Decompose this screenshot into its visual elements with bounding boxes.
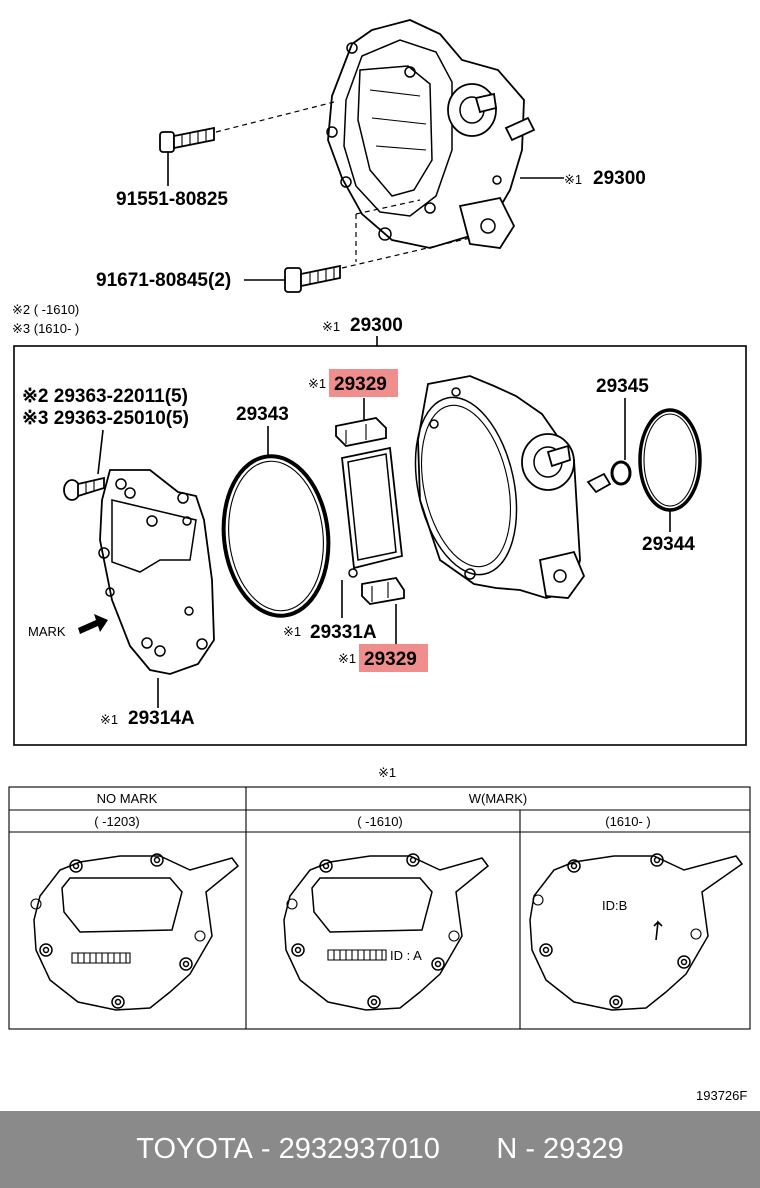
valve-29329-lower[interactable] bbox=[361, 577, 405, 605]
screw-icon[interactable] bbox=[63, 476, 105, 501]
pump-outline-no-mark bbox=[30, 853, 240, 1011]
valve-29329-upper[interactable] bbox=[335, 417, 387, 447]
table-header-w-mark: W(MARK) bbox=[469, 791, 528, 806]
callout-mark-29331a: ※1 bbox=[283, 624, 301, 639]
id-a-label: ID : A bbox=[390, 948, 422, 963]
callout-29314a: 29314A bbox=[128, 708, 195, 729]
callout-screw-29363-25010: ※3 29363-25010(5) bbox=[22, 408, 189, 429]
callout-bolt-91551: 91551-80825 bbox=[116, 189, 228, 210]
table-sub-1: ( -1203) bbox=[94, 814, 140, 829]
pump-outline-id-a bbox=[283, 853, 490, 1011]
washer-29345[interactable] bbox=[610, 460, 632, 486]
table-header-no-mark: NO MARK bbox=[97, 791, 158, 806]
callout-29343: 29343 bbox=[236, 404, 289, 425]
vacuum-pump-top[interactable] bbox=[326, 19, 536, 249]
callout-bolt-91671: 91671-80845(2) bbox=[96, 270, 231, 291]
footer-gap bbox=[440, 1133, 496, 1166]
callout-29344: 29344 bbox=[642, 534, 695, 555]
pump-body-29300[interactable] bbox=[400, 375, 612, 599]
callout-29300-top: 29300 bbox=[593, 168, 646, 189]
legend-note-3: ※3 (1610- ) bbox=[12, 321, 79, 336]
exploded-view-frame bbox=[13, 345, 747, 746]
bolt-91671-icon[interactable] bbox=[284, 264, 341, 293]
footer-bar: TOYOTA - 2932937010 N - 29329 bbox=[0, 1111, 760, 1188]
footer-brand: TOYOTA bbox=[136, 1133, 253, 1165]
table-sub-3: (1610- ) bbox=[605, 814, 651, 829]
mark-label: MARK bbox=[28, 624, 66, 639]
highlight-29329-lower bbox=[359, 644, 428, 672]
footer-sep: - bbox=[252, 1133, 279, 1165]
table-note-mark: ※1 bbox=[378, 765, 396, 780]
assembly-title-mark: ※1 bbox=[322, 319, 340, 334]
callout-mark-29314a: ※1 bbox=[100, 712, 118, 727]
callout-29329-lower[interactable]: 29329 bbox=[364, 649, 417, 670]
drawing-number: 193726F bbox=[696, 1088, 747, 1103]
mark-arrow-icon bbox=[78, 614, 108, 634]
callout-mark-29329-lower: ※1 bbox=[338, 651, 356, 666]
parts-diagram: 91551-80825 91671-80845(2) ※1 29300 ※2 (… bbox=[8, 19, 751, 1103]
callout-29331a: 29331A bbox=[310, 622, 377, 643]
id-b-label: ID:B bbox=[602, 898, 627, 913]
callout-mark-29300-top: ※1 bbox=[564, 172, 582, 187]
callout-mark-29329-upper: ※1 bbox=[308, 376, 326, 391]
callout-29329-upper[interactable]: 29329 bbox=[334, 374, 387, 395]
valve-plate-29331a[interactable] bbox=[341, 446, 403, 578]
legend-note-2: ※2 ( -1610) bbox=[12, 302, 79, 317]
oring-29344[interactable] bbox=[638, 408, 702, 512]
identification-table bbox=[8, 786, 751, 1030]
footer-ref: N - 29329 bbox=[496, 1133, 624, 1165]
footer-part-number[interactable]: 2932937010 bbox=[278, 1133, 440, 1165]
highlight-29329-upper bbox=[329, 369, 398, 397]
bolt-91551-icon[interactable] bbox=[159, 126, 215, 153]
pump-outline-id-b bbox=[529, 853, 744, 1011]
cover-plate-29314a[interactable] bbox=[98, 469, 215, 675]
callout-29345: 29345 bbox=[596, 376, 649, 397]
oring-29343[interactable] bbox=[216, 451, 336, 621]
assembly-title: 29300 bbox=[350, 315, 403, 336]
callout-screw-29363-22011: ※2 29363-22011(5) bbox=[22, 386, 188, 407]
table-sub-2: ( -1610) bbox=[357, 814, 403, 829]
